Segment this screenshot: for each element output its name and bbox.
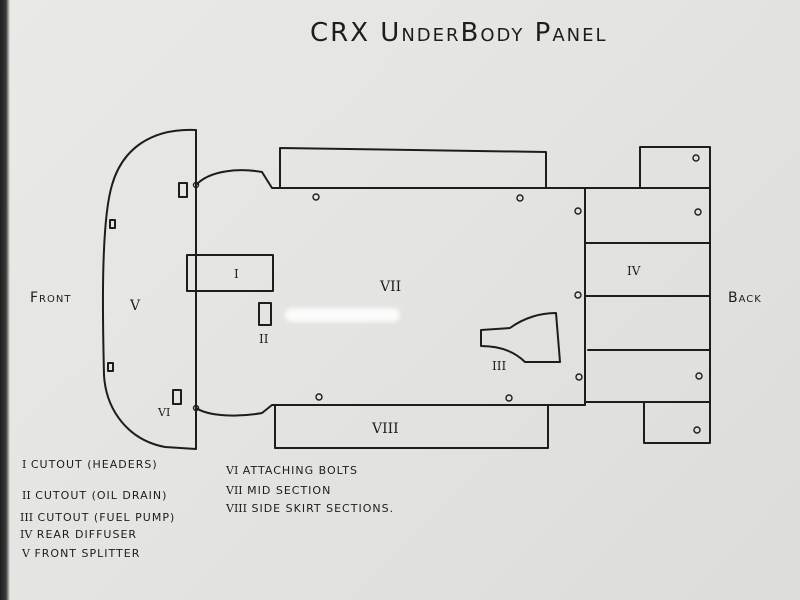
mid-section-outline (195, 169, 586, 417)
cutout-headers (186, 254, 274, 292)
side-skirt-bottom (274, 404, 549, 449)
bolt-hole (315, 393, 323, 401)
front-label: Front (30, 290, 72, 306)
smudge-mark (285, 308, 400, 322)
splitter-slot-edge-top (109, 219, 116, 229)
legend-item: VI ATTACHING BOLTS (226, 464, 358, 477)
splitter-slot-bottom (172, 389, 182, 405)
legend-item: VII MID SECTION (226, 484, 332, 497)
cutout-oil-drain (258, 302, 272, 326)
legend-item: III CUTOUT (FUEL PUMP) (20, 511, 176, 524)
label-mid-section: VII (379, 279, 401, 295)
attaching-bolts (192, 154, 703, 434)
bolt-hole (192, 404, 200, 412)
bolt-hole (505, 394, 513, 402)
label-side-skirt: VIII (371, 421, 399, 437)
page-title: CRX UnderBody Panel (310, 18, 608, 48)
bolt-hole (694, 208, 702, 216)
bolt-hole (574, 291, 582, 299)
bolt-hole (692, 154, 700, 162)
label-cutout-headers: I (234, 267, 239, 281)
bolt-hole (574, 207, 582, 215)
bolt-hole (312, 193, 320, 201)
cutout-fuel-pump (480, 312, 561, 363)
legend-item: V FRONT SPLITTER (22, 547, 141, 560)
label-cutout-oil-drain: II (259, 332, 269, 346)
bolt-hole (693, 426, 701, 434)
splitter-slot-edge-bottom (107, 362, 114, 372)
legend-item: II CUTOUT (OIL DRAIN) (22, 489, 168, 502)
label-cutout-fuel-pump: III (492, 359, 506, 373)
legend-item: IV REAR DIFFUSER (20, 528, 138, 541)
back-label: Back (728, 290, 762, 306)
legend-item: VIII SIDE SKIRT SECTIONS. (226, 502, 395, 515)
bolt-hole (575, 373, 583, 381)
front-splitter-outline (101, 128, 197, 450)
legend-item: I CUTOUT (HEADERS) (22, 458, 158, 471)
label-rear-diffuser: IV (627, 264, 641, 278)
label-attaching-bolts: VI (157, 406, 170, 419)
paper-shadow-edge (0, 0, 10, 600)
bolt-hole (192, 181, 200, 189)
side-skirt-top (279, 147, 547, 189)
bolt-hole (695, 372, 703, 380)
splitter-slot-top (178, 182, 188, 198)
bolt-hole (516, 194, 524, 202)
label-front-splitter: V (129, 298, 141, 314)
